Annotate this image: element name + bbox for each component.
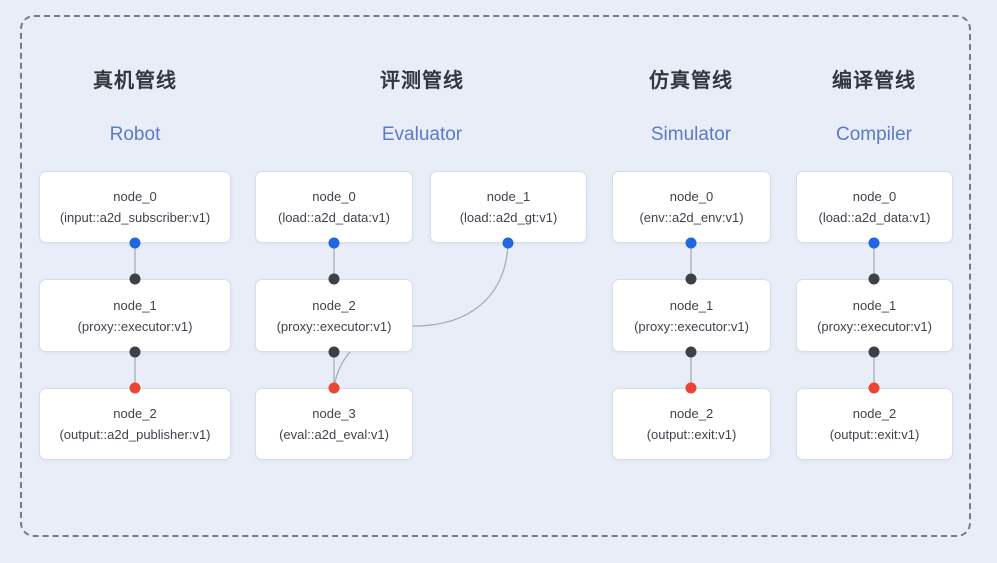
connector-port-dot-dark xyxy=(129,273,141,285)
connector-port-dot-dark xyxy=(328,273,340,285)
node-name: node_0 xyxy=(312,189,356,204)
node-name: node_1 xyxy=(669,297,714,313)
node-detail: (load::a2d_data:v1) xyxy=(818,210,931,225)
connector-port-dot-dark xyxy=(685,273,697,285)
node-detail: (proxy::executor:v1) xyxy=(634,318,749,334)
node-card-simulator-node0: node_0 (env::a2d_env:v1) xyxy=(612,171,771,243)
connector-port-dot-dark xyxy=(868,346,880,358)
node-detail: (eval::a2d_eval:v1) xyxy=(279,427,389,442)
pipeline-subtitle-compiler-en: Compiler xyxy=(835,124,913,145)
output-port-dot-blue xyxy=(685,237,697,249)
node-detail: (proxy::executor:v1) xyxy=(77,318,193,334)
node-detail: (output::exit:v1) xyxy=(646,427,737,442)
output-port-dot-blue xyxy=(868,237,880,249)
node-card-compiler-node2: node_2 (output::exit:v1) xyxy=(796,388,953,460)
node-card-simulator-node2: node_2 (output::exit:v1) xyxy=(612,388,771,460)
node-card-evaluator-node2: node_2 (proxy::executor:v1) xyxy=(255,279,413,352)
pipeline-subtitle-robot-en: Robot xyxy=(109,124,161,145)
node-detail: (input::a2d_subscriber:v1) xyxy=(59,210,211,225)
node-card-evaluator-node3: node_3 (eval::a2d_eval:v1) xyxy=(255,388,413,460)
edge-evaluator-n1-n3-curve xyxy=(333,242,509,389)
connector-port-dot-dark xyxy=(129,346,141,358)
node-card-evaluator-node1: node_1 (load::a2d_gt:v1) xyxy=(430,171,587,243)
node-detail: (proxy::executor:v1) xyxy=(276,318,392,334)
output-port-dot-blue xyxy=(129,237,141,249)
input-port-dot-red xyxy=(685,382,697,394)
node-detail: (load::a2d_data:v1) xyxy=(277,210,391,225)
connector-port-dot-dark xyxy=(868,273,880,285)
node-detail: (proxy::executor:v1) xyxy=(817,318,932,334)
node-detail: (load::a2d_gt:v1) xyxy=(459,210,558,225)
pipeline-subtitle-evaluator-en: Evaluator xyxy=(381,124,463,145)
connector-port-dot-dark xyxy=(685,346,697,358)
node-name: node_2 xyxy=(669,406,714,421)
node-detail: (output::a2d_publisher:v1) xyxy=(59,427,211,442)
node-name: node_0 xyxy=(669,189,714,204)
input-port-dot-red xyxy=(328,382,340,394)
node-card-evaluator-node0: node_0 (load::a2d_data:v1) xyxy=(255,171,413,243)
node-name: node_2 xyxy=(312,297,356,313)
node-name: node_0 xyxy=(113,189,157,204)
node-card-robot-node0: node_0 (input::a2d_subscriber:v1) xyxy=(39,171,231,243)
pipeline-title-evaluator-zh: 评测管线 xyxy=(380,70,464,92)
output-port-dot-blue xyxy=(328,237,340,249)
pipeline-title-simulator-zh: 仿真管线 xyxy=(649,70,733,92)
node-name: node_1 xyxy=(113,297,157,313)
pipeline-title-compiler-zh: 编译管线 xyxy=(832,70,916,92)
node-name: node_1 xyxy=(852,297,897,313)
input-port-dot-red xyxy=(129,382,141,394)
node-card-robot-node2: node_2 (output::a2d_publisher:v1) xyxy=(39,388,231,460)
dashed-container-border xyxy=(20,15,971,537)
node-name: node_1 xyxy=(486,189,531,204)
output-port-dot-blue xyxy=(502,237,514,249)
pipeline-subtitle-simulator-en: Simulator xyxy=(650,124,732,145)
node-card-compiler-node1: node_1 (proxy::executor:v1) xyxy=(796,279,953,352)
node-detail: (output::exit:v1) xyxy=(829,427,920,442)
node-name: node_3 xyxy=(312,406,356,421)
node-name: node_2 xyxy=(852,406,897,421)
pipeline-title-robot-zh: 真机管线 xyxy=(93,70,177,92)
node-detail: (env::a2d_env:v1) xyxy=(639,210,744,225)
node-card-simulator-node1: node_1 (proxy::executor:v1) xyxy=(612,279,771,352)
node-name: node_2 xyxy=(113,406,157,421)
node-card-compiler-node0: node_0 (load::a2d_data:v1) xyxy=(796,171,953,243)
input-port-dot-red xyxy=(868,382,880,394)
connector-port-dot-dark xyxy=(328,346,340,358)
node-name: node_0 xyxy=(852,189,897,204)
node-card-robot-node1: node_1 (proxy::executor:v1) xyxy=(39,279,231,352)
